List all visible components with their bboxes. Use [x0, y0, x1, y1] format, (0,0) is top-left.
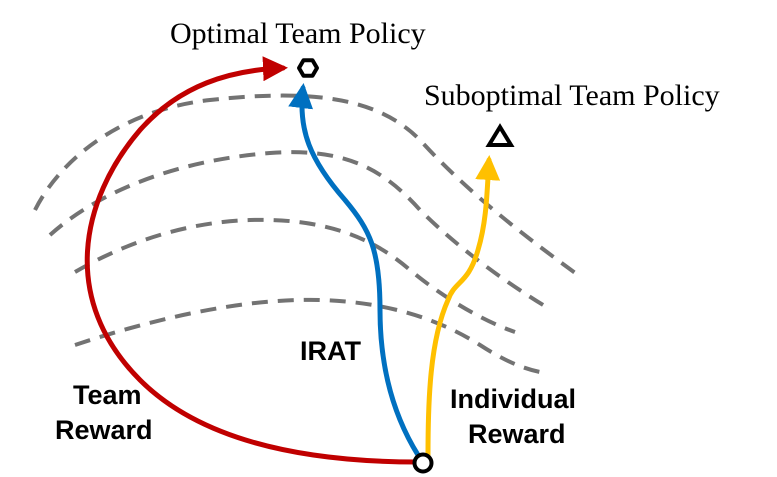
optimal-hexagon-marker [297, 58, 319, 78]
individual-reward-trajectory [425, 155, 501, 458]
individual-reward-label-line1: Individual [450, 384, 576, 414]
contour-line-2 [48, 150, 550, 310]
contour-lines [33, 93, 580, 374]
start-circle-marker [412, 452, 434, 474]
team-reward-trajectory [84, 56, 421, 465]
team-reward-label-line2: Reward [55, 415, 153, 445]
team-reward-label-line1: Team [73, 380, 142, 410]
contour-line-3 [73, 217, 516, 334]
individual-reward-label-line2: Reward [468, 419, 566, 449]
suboptimal-triangle-marker [485, 123, 515, 147]
suboptimal-team-policy-label: Suboptimal Team Policy [424, 79, 720, 112]
contour-line-4 [74, 297, 541, 374]
irat-trajectory [288, 83, 421, 458]
contour-line-1 [33, 93, 580, 277]
optimal-team-policy-label: Optimal Team Policy [170, 17, 426, 50]
irat-label: IRAT [300, 336, 361, 366]
